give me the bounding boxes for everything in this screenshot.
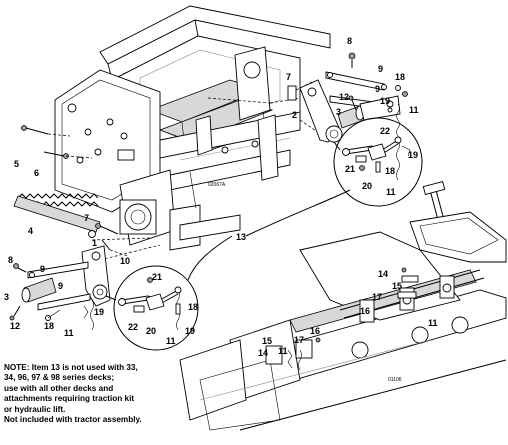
callout-11: 11 — [409, 105, 419, 115]
frame-bolts — [21, 125, 93, 159]
callout-8: 8 — [347, 36, 352, 46]
callout-5: 5 — [14, 159, 19, 169]
callout-18: 18 — [188, 302, 198, 312]
callout-11: 11 — [166, 336, 176, 346]
callout-18: 18 — [385, 166, 395, 176]
callout-9: 9 — [40, 264, 45, 274]
callouts-top-bracket: 8 9 18 9 7 12 3 19 11 2 — [286, 36, 419, 120]
callout-11: 11 — [278, 346, 288, 356]
callout-21: 21 — [345, 164, 355, 174]
callout-14: 14 — [378, 269, 388, 279]
callout-16: 16 — [310, 326, 320, 336]
callouts-top-circle: 22 19 21 18 20 11 — [345, 126, 418, 197]
note-line: Not included with tractor assembly. — [4, 415, 142, 425]
callout-19: 19 — [380, 96, 390, 106]
note-text: NOTE: Item 13 is not used with 33, 34, 9… — [4, 363, 254, 425]
callout-15: 15 — [392, 281, 402, 291]
tractor-frame — [54, 5, 331, 261]
callout-14: 14 — [258, 348, 268, 358]
callout-13: 13 — [236, 232, 246, 242]
callout-3: 3 — [336, 107, 341, 117]
callout-18: 18 — [44, 321, 54, 331]
callout-1: 1 — [92, 238, 97, 248]
callouts-lower-circle: 21 22 20 18 11 19 — [128, 272, 198, 346]
callout-8: 8 — [8, 255, 13, 265]
callout-9: 9 — [375, 84, 380, 94]
callouts-lower-left: 8 9 9 3 12 18 11 19 — [4, 255, 104, 338]
note-line: NOTE: Item 13 is not used with 33, — [4, 363, 138, 372]
lower-lift-bracket — [9, 245, 111, 331]
callout-20: 20 — [362, 181, 372, 191]
callout-12: 12 — [339, 92, 349, 102]
callout-17: 17 — [294, 335, 304, 345]
callout-22: 22 — [128, 322, 138, 332]
deck-assembly — [179, 180, 507, 431]
callout-9: 9 — [58, 281, 63, 291]
callout-11: 11 — [386, 187, 396, 197]
note-line: use with all other decks and — [4, 383, 114, 393]
callout-2: 2 — [292, 110, 297, 120]
figure-code-upper: 02067A — [208, 182, 226, 188]
callouts-cable: 13 — [236, 232, 246, 242]
callout-7: 7 — [286, 72, 291, 82]
top-lift-bracket — [287, 52, 408, 145]
callouts-lower-mid: 15 14 17 16 11 01106 — [258, 326, 402, 383]
callout-15: 15 — [262, 336, 272, 346]
callouts-lower-right: 14 15 17 16 11 — [360, 269, 438, 328]
callout-17: 17 — [372, 292, 382, 302]
top-detail-circle — [333, 117, 423, 207]
callout-19: 19 — [94, 307, 104, 317]
callout-18: 18 — [395, 72, 405, 82]
lower-detail-circle — [105, 265, 199, 351]
callout-6: 6 — [34, 168, 39, 178]
callout-11: 11 — [428, 318, 438, 328]
callout-9: 9 — [378, 64, 383, 74]
traction-cable — [187, 189, 351, 281]
callout-19: 19 — [185, 326, 195, 336]
callouts-spring: 4 7 1 10 — [28, 213, 130, 266]
callout-4: 4 — [28, 226, 33, 236]
figure-code-lower: 01106 — [388, 377, 402, 383]
callout-22: 22 — [380, 126, 390, 136]
note-line: attachments requiring traction kit — [4, 394, 135, 404]
callout-19: 19 — [408, 150, 418, 160]
callout-7: 7 — [84, 213, 89, 223]
lift-spring — [13, 193, 129, 257]
callout-3: 3 — [4, 292, 9, 302]
note-line: 34, 96, 97 & 98 series decks; — [4, 373, 115, 383]
callout-21: 21 — [152, 272, 162, 282]
callout-12: 12 — [10, 321, 20, 331]
callouts-frame: 5 6 02067A — [14, 159, 226, 188]
callout-11: 11 — [64, 328, 74, 338]
callout-16: 16 — [360, 306, 370, 316]
callout-20: 20 — [146, 326, 156, 336]
callout-10: 10 — [120, 256, 130, 266]
note-line: or hydraulic lift. — [4, 404, 66, 414]
